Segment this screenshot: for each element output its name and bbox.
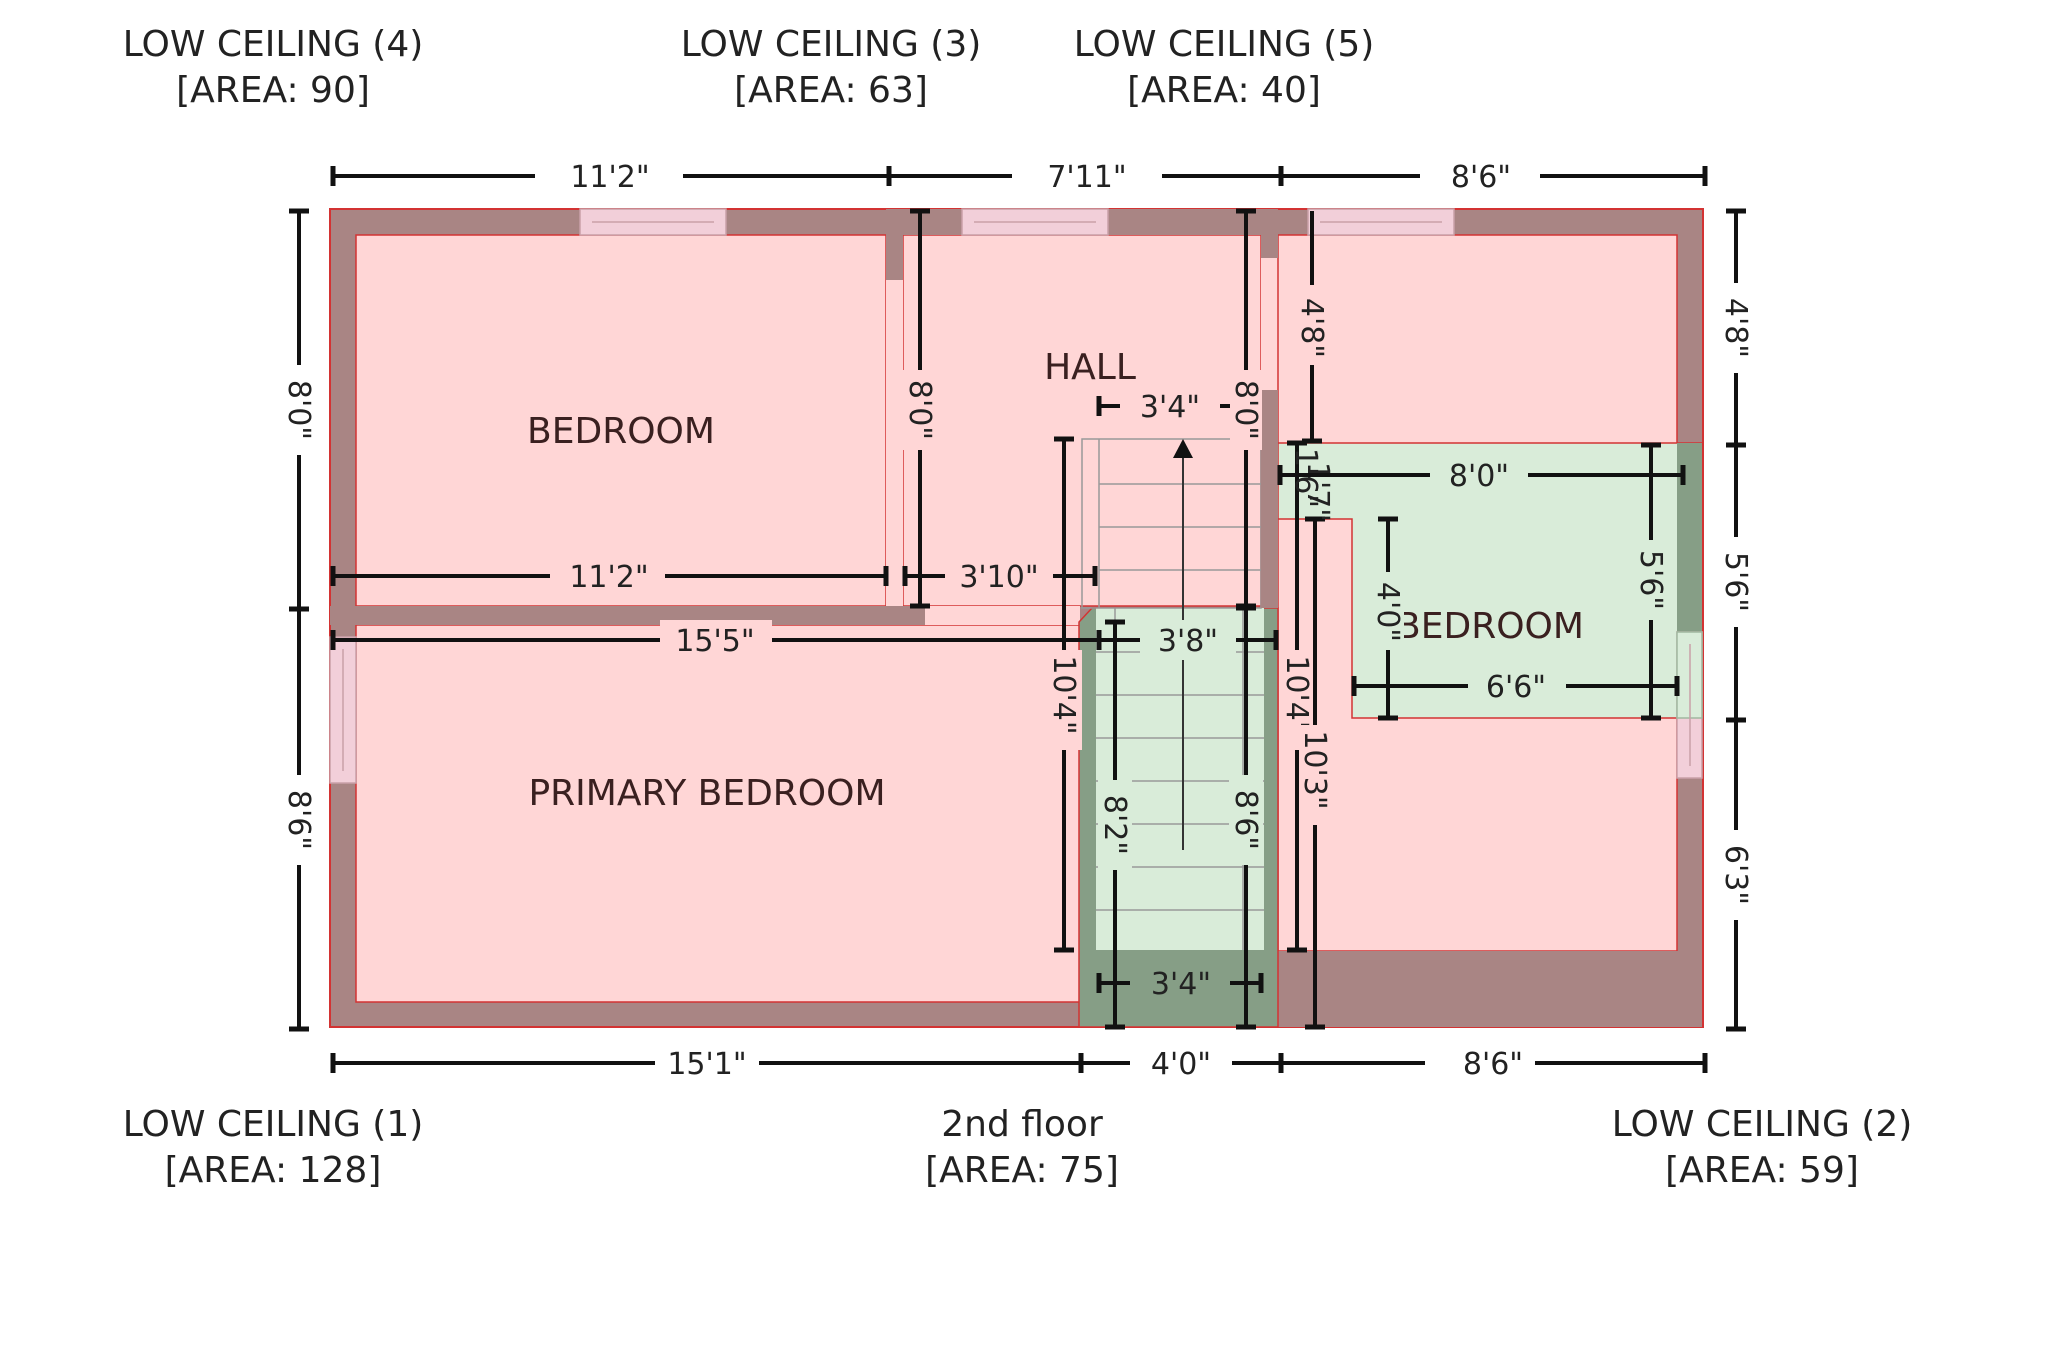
- dim-top: 11'2" 7'11" 8'6": [330, 156, 1708, 196]
- dim-bedroom-right-inner-width: 6'6": [1486, 670, 1546, 705]
- dim-bottom: 15'1" 4'0" 8'6": [330, 1043, 1708, 1083]
- dim-stair-height-inner: 8'2": [1097, 795, 1132, 855]
- dim-bedroom-right-inner-height: 4'0": [1370, 582, 1405, 642]
- zone-1-name: LOW CEILING (1): [123, 1104, 424, 1145]
- zone-5-area: [AREA: 40]: [1127, 70, 1321, 111]
- dim-left-2: 8'6": [281, 790, 316, 850]
- primary-bedroom-floor: [355, 624, 1082, 1003]
- dim-right-small-2: 1'7": [1300, 462, 1335, 522]
- dim-left: 8'0" 8'6": [279, 208, 319, 1032]
- bedroom-left-floor: [355, 234, 887, 607]
- dim-bedroom-right-width: 8'0": [1449, 459, 1509, 494]
- zone-4-name: LOW CEILING (4): [123, 24, 424, 65]
- dim-hall-width: 3'10": [959, 560, 1038, 595]
- dim-interior: 11'2" 8'0" 3'10" 3'4" 8'0" 15'5" 3'8: [330, 208, 1686, 1030]
- dim-bottom-3: 8'6": [1463, 1047, 1523, 1082]
- window-top-right: [1307, 208, 1455, 236]
- dim-primary-width: 15'5": [675, 624, 754, 659]
- dim-right-2: 5'6": [1718, 552, 1753, 612]
- dim-right-wall-height: 10'4": [1279, 655, 1314, 734]
- dim-bedroom-right-height: 5'6": [1633, 550, 1668, 610]
- dim-hall-top-width: 3'4": [1140, 390, 1200, 425]
- dim-stair-height-left: 10'4": [1046, 655, 1081, 734]
- right-low-wall: [1278, 951, 1702, 1027]
- zone-5-name: LOW CEILING (5): [1074, 24, 1375, 65]
- zone-3-area: [AREA: 63]: [734, 70, 928, 111]
- dim-right-1: 4'8": [1718, 298, 1753, 358]
- hall-label: HALL: [1044, 347, 1136, 388]
- hall-right-wall: [1261, 390, 1278, 608]
- window-top-middle: [961, 208, 1109, 236]
- dim-bedroom-height: 8'0": [902, 380, 937, 440]
- dim-right-top-height: 4'8": [1294, 298, 1329, 358]
- zone-1-area: [AREA: 128]: [165, 1150, 382, 1191]
- hall-right-wall-top: [1261, 209, 1278, 258]
- primary-bedroom-passage: [925, 606, 1080, 625]
- window-left: [329, 636, 357, 784]
- dim-right: 4'8" 5'6" 6'3": [1716, 208, 1756, 1032]
- bedroom-right-label: BEDROOM: [1396, 606, 1584, 647]
- upper-stair: [1081, 438, 1262, 609]
- dim-top-1: 11'2": [570, 160, 649, 195]
- middle-wall: [330, 606, 925, 625]
- dim-right-small: 1'6": [1288, 448, 1323, 508]
- hall-opening-right: [1261, 258, 1278, 390]
- dim-top-3: 8'6": [1451, 160, 1511, 195]
- zone-4-area: [AREA: 90]: [176, 70, 370, 111]
- dim-right-room-height: 10'3": [1297, 730, 1332, 809]
- dim-stair-width-top: 3'8": [1158, 624, 1218, 659]
- primary-bedroom-label: PRIMARY BEDROOM: [528, 773, 885, 814]
- partition-wall: [886, 209, 903, 280]
- window-top-left: [579, 208, 727, 236]
- floor-area: [AREA: 75]: [925, 1150, 1119, 1191]
- dim-stair-height-right: 8'6": [1228, 790, 1263, 850]
- hall-opening: [886, 280, 903, 606]
- zone-2-area: [AREA: 59]: [1665, 1150, 1859, 1191]
- dim-bottom-2: 4'0": [1151, 1047, 1211, 1082]
- dim-hall-height: 8'0": [1228, 380, 1263, 440]
- zone-3-name: LOW CEILING (3): [681, 24, 982, 65]
- dim-left-1: 8'0": [281, 380, 316, 440]
- window-right: [1676, 631, 1703, 779]
- dim-top-2: 7'11": [1047, 160, 1126, 195]
- dim-bottom-1: 15'1": [667, 1047, 746, 1082]
- zone-2-name: LOW CEILING (2): [1612, 1104, 1913, 1145]
- bedroom-left-label: BEDROOM: [527, 411, 715, 452]
- dim-right-3: 6'3": [1718, 845, 1753, 905]
- stair-arrow-icon: [1173, 439, 1193, 458]
- floor-name: 2nd floor: [941, 1104, 1103, 1145]
- dim-bedroom-width: 11'2": [569, 560, 648, 595]
- dim-stair-width-bottom: 3'4": [1151, 967, 1211, 1002]
